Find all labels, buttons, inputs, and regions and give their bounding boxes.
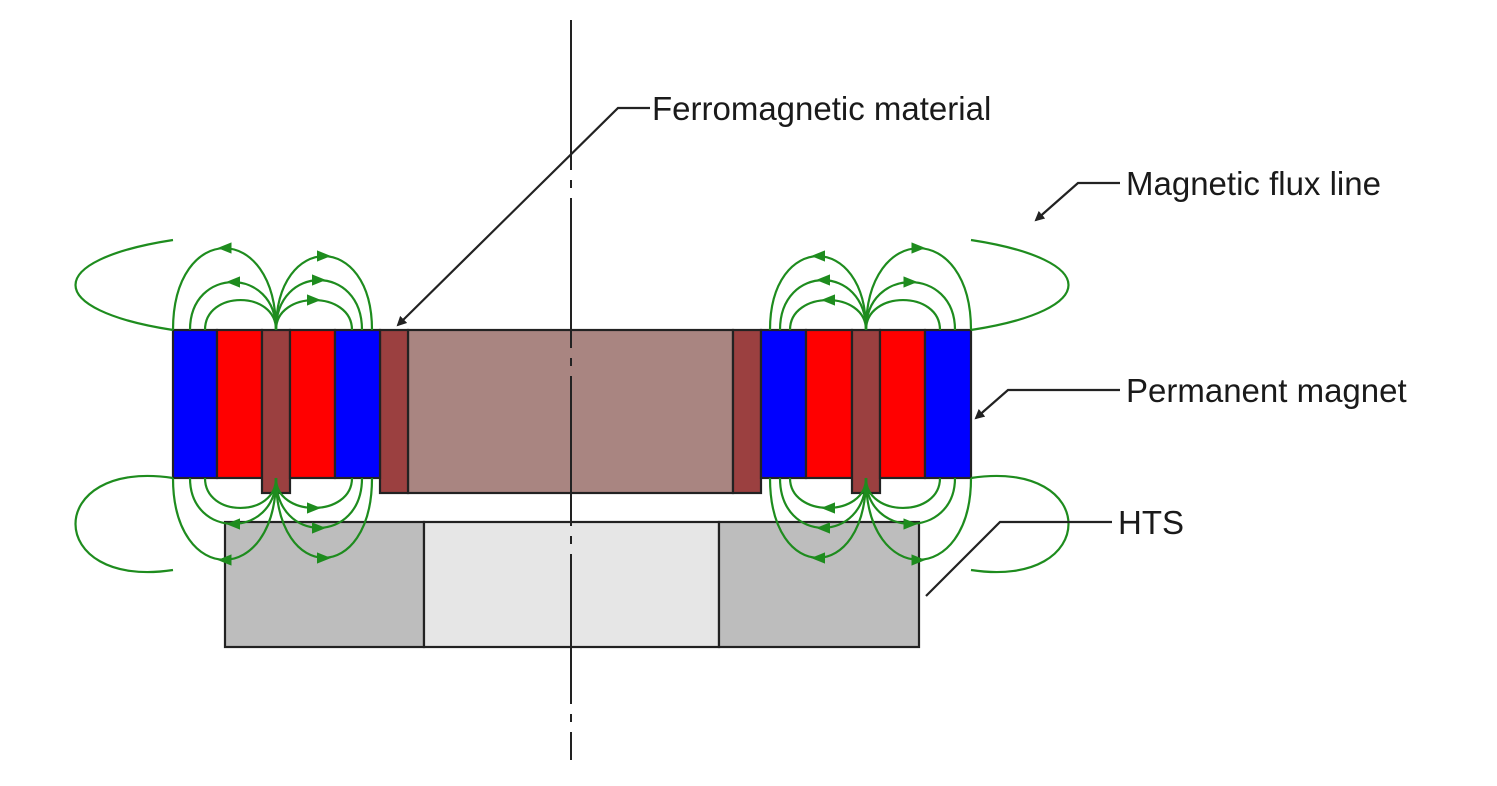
flux-line-47: [970, 475, 1070, 573]
hts-left-segment: [223, 520, 426, 649]
flux-line-30: [864, 247, 973, 331]
flux-arrow-42: [911, 554, 926, 566]
left-magnet-stack: [171, 328, 382, 495]
flux-line-7: [274, 279, 364, 331]
magnet-right-outer-south: [878, 328, 927, 480]
flux-line-9: [274, 299, 354, 331]
ferromagnetic-left-middle: [260, 328, 292, 495]
flux-line-46: [970, 238, 1070, 332]
flux-arrow-25: [811, 250, 825, 262]
flux-arrow-8: [312, 274, 326, 286]
flux-arrow-44: [903, 518, 918, 530]
magnet-left-outer-south: [215, 328, 264, 480]
label-permanent-magnet: Permanent magnet: [1126, 372, 1407, 409]
magnet-left-inner-north: [333, 328, 382, 480]
flux-arrow-3: [226, 276, 240, 288]
flux-arrow-29: [821, 294, 835, 306]
ferromagnetic-right-middle: [850, 328, 882, 495]
flux-line-4: [203, 299, 278, 331]
flux-line-34: [864, 299, 942, 331]
flux-line-45: [864, 477, 942, 509]
flux-arrow-40: [821, 502, 835, 514]
flux-arrow-33: [903, 276, 918, 288]
flux-line-15: [203, 477, 278, 509]
label-magnetic-flux-line: Magnetic flux line: [1126, 165, 1381, 202]
hts-right-segment: [717, 520, 921, 649]
ferromagnetic-leader: [396, 106, 650, 327]
flux-arrow-27: [816, 274, 830, 286]
magnet-left-outer-north: [171, 328, 219, 480]
flux-arrow-6: [317, 250, 331, 262]
permanent-magnet-leader: [974, 388, 1120, 420]
flux-arrow-1: [217, 242, 232, 254]
flux-lines: [74, 238, 1070, 573]
flux-line-28: [788, 299, 868, 331]
flux-line-23: [74, 475, 174, 573]
flux-arrow-21: [307, 502, 321, 514]
magnet-right-inner-south: [804, 328, 854, 480]
label-hts: HTS: [1118, 504, 1184, 541]
flux-line-leader: [1034, 181, 1120, 222]
flux-arrow-14: [226, 518, 240, 530]
flux-line-0: [171, 247, 278, 331]
magnet-left-inner-south: [288, 328, 337, 480]
flux-arrow-36: [811, 552, 825, 564]
flux-arrow-38: [816, 522, 830, 534]
flux-arrow-17: [317, 552, 331, 564]
flux-arrow-10: [307, 294, 321, 306]
flux-line-26: [778, 279, 868, 331]
flux-arrow-19: [312, 522, 326, 534]
flux-line-22: [74, 238, 174, 332]
magnet-right-outer-north: [923, 328, 973, 480]
label-ferromagnetic-material: Ferromagnetic material: [652, 90, 991, 127]
flux-arrow-31: [911, 242, 926, 254]
flux-arrow-12: [217, 554, 232, 566]
magnet-right-inner-north: [759, 328, 808, 480]
ferromagnetic-right-inner: [731, 328, 763, 495]
hts-leader: [925, 520, 1112, 597]
right-magnet-stack: [759, 328, 973, 495]
ferromagnetic-left-inner: [378, 328, 410, 495]
